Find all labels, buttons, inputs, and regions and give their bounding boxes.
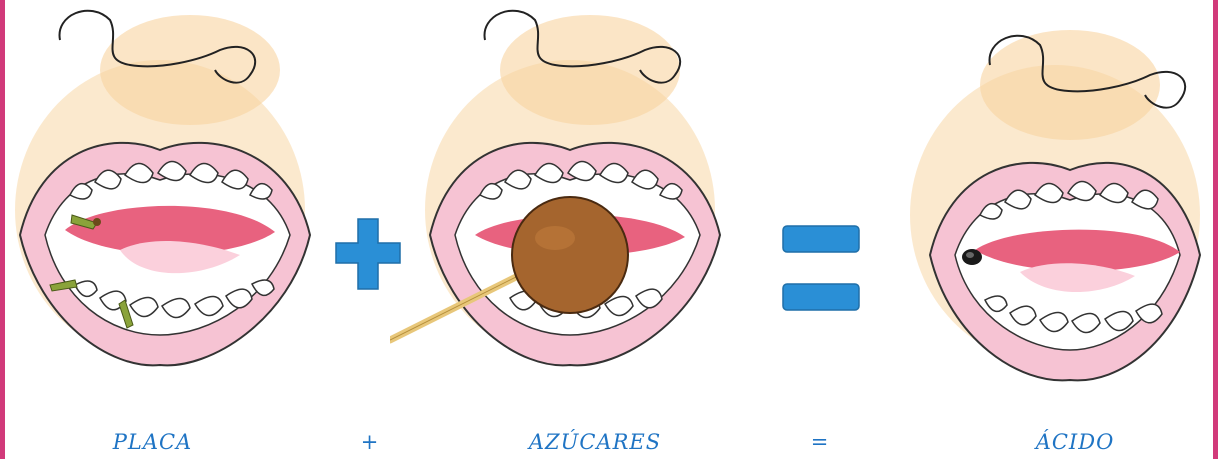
caption-plus: + — [350, 430, 390, 454]
caption-plaque: PLACA — [85, 430, 220, 454]
mouth-with-acid-illustration — [880, 0, 1215, 420]
equals-icon — [780, 222, 862, 314]
mouth-with-sugar-illustration — [390, 0, 730, 420]
mouth-with-plaque-illustration — [0, 0, 320, 420]
caption-sugars: AZÚCARES — [495, 430, 695, 454]
caption-acid: ÁCIDO — [1000, 430, 1150, 454]
caption-equals: = — [800, 430, 840, 454]
